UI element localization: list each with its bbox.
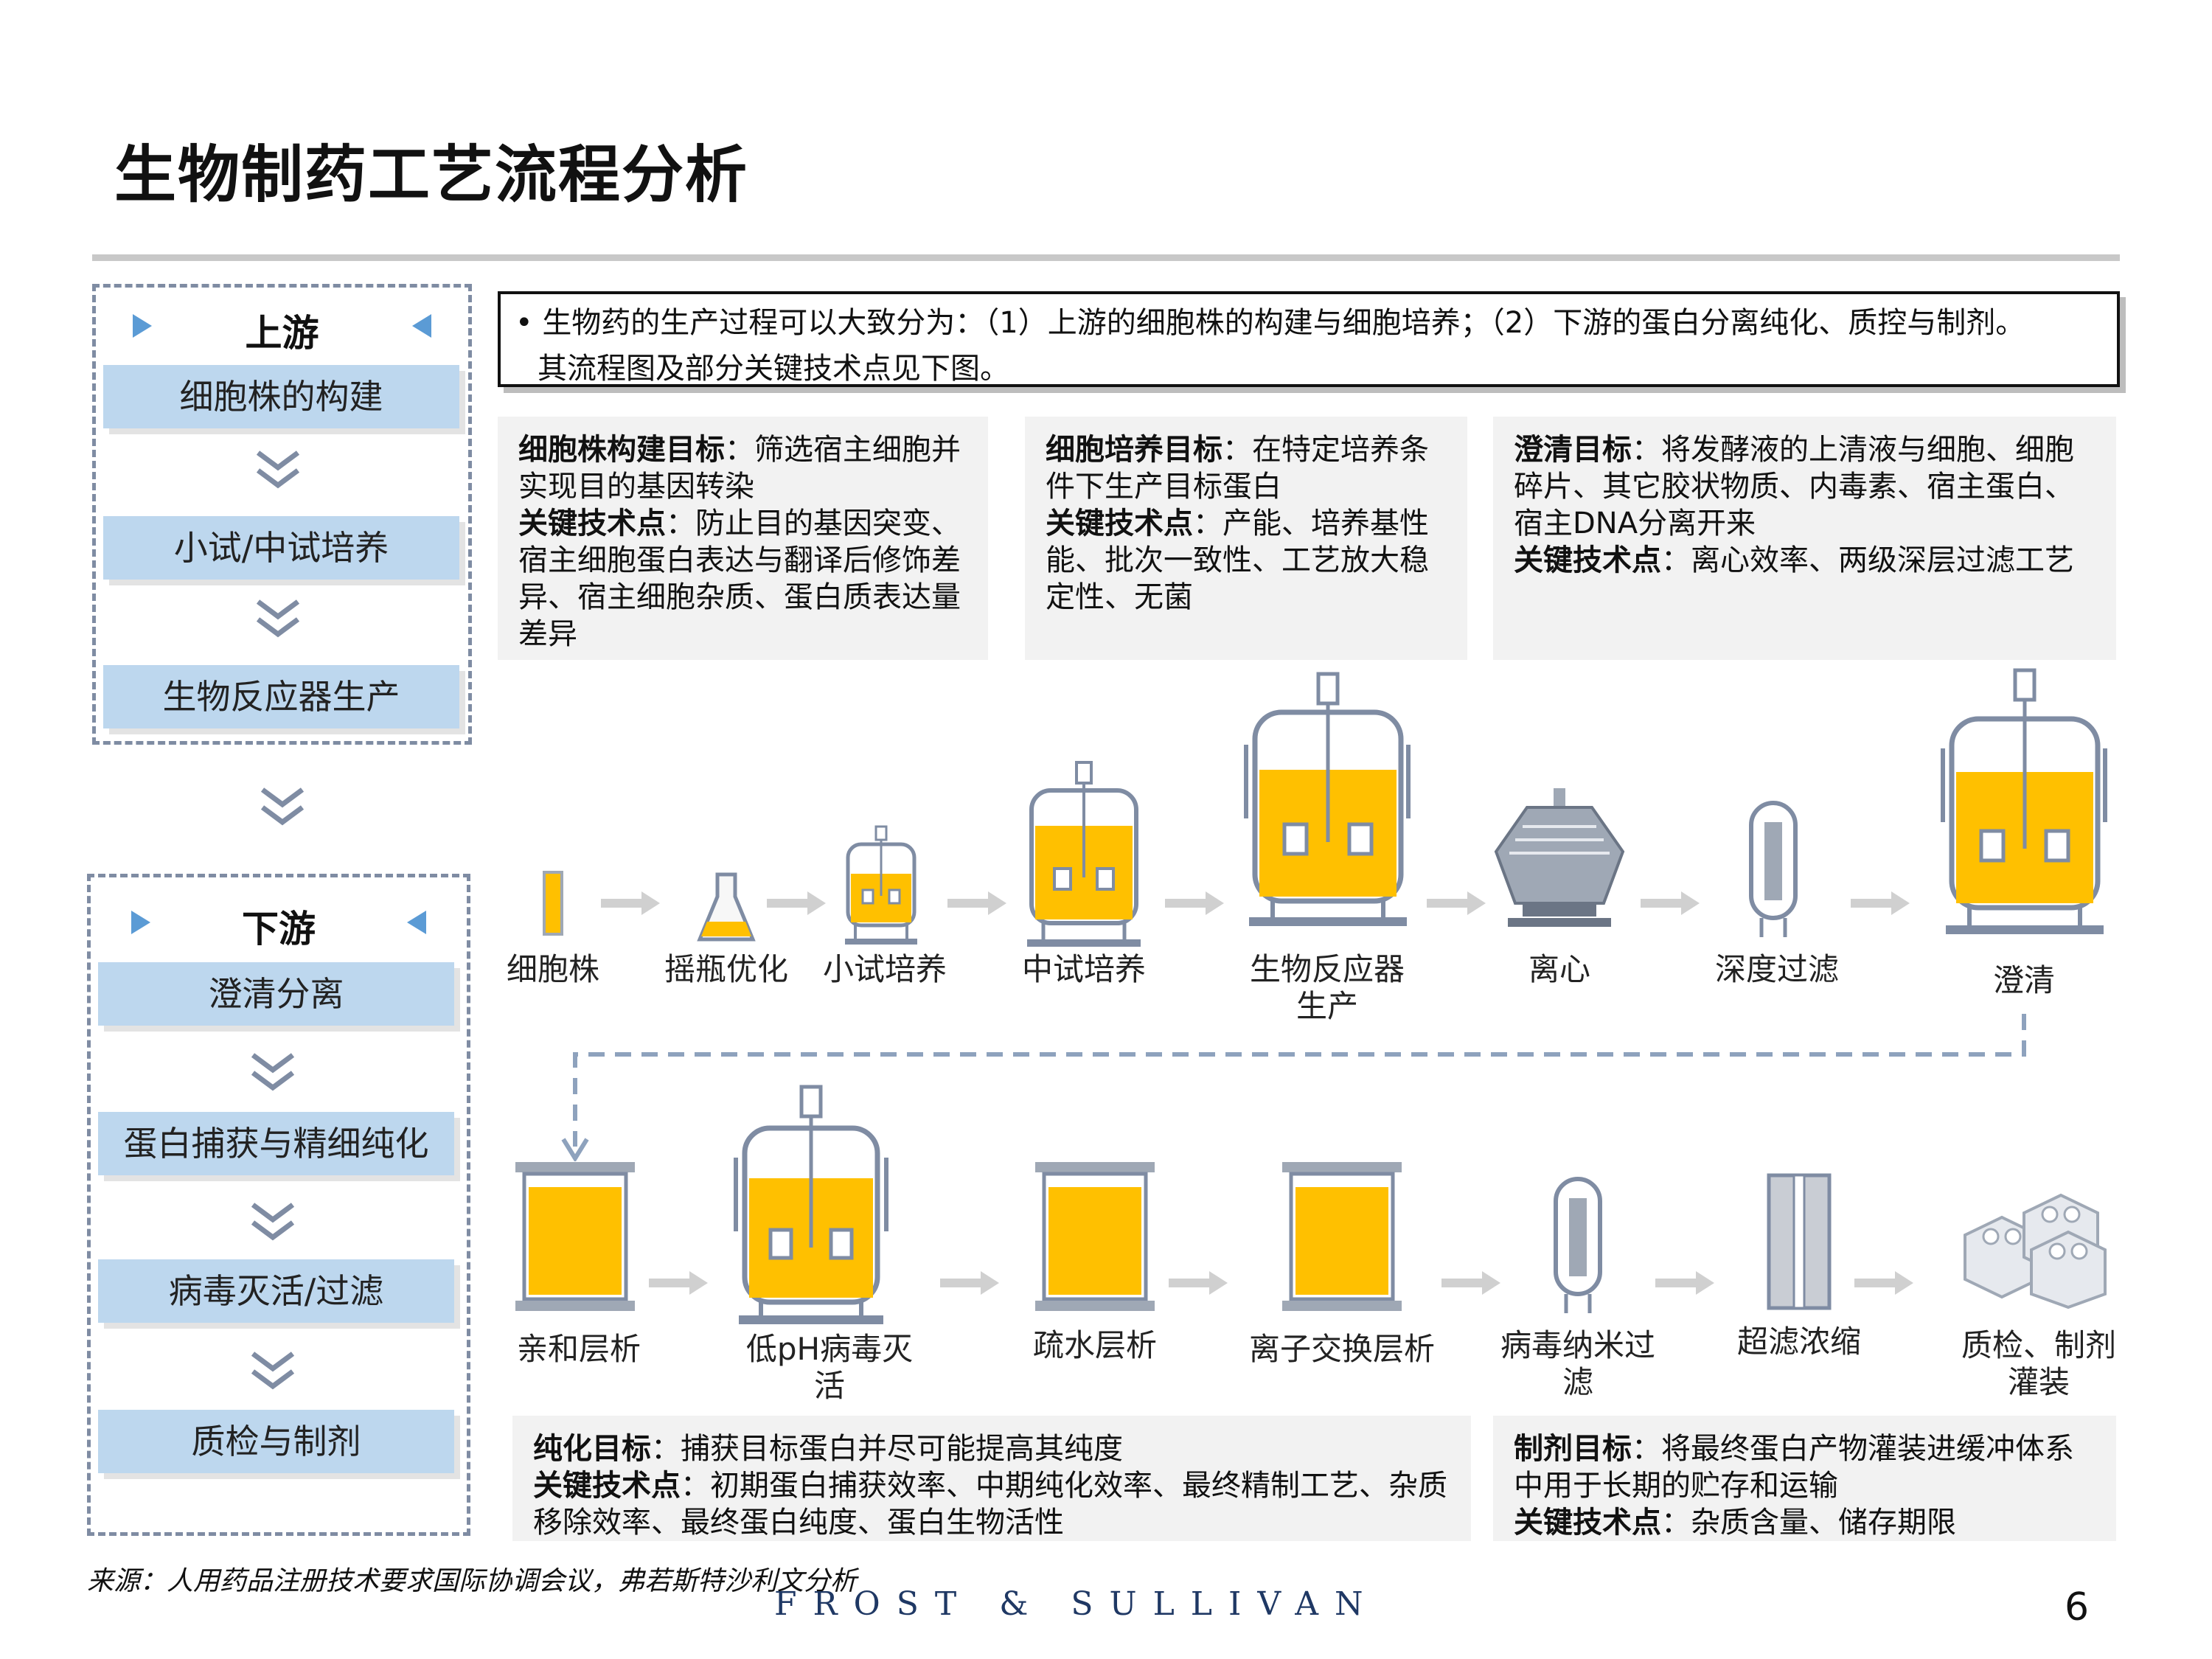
stage-qc-formulation: 质检与制剂 bbox=[98, 1410, 454, 1473]
ion-exchange-column-icon bbox=[1282, 1162, 1402, 1311]
flow-arrow-icon bbox=[1165, 888, 1224, 918]
flow-arrow-icon bbox=[767, 888, 826, 918]
step-label-nano-filter: 病毒纳米过滤 bbox=[1500, 1327, 1655, 1400]
step-label-vials: 质检、制剂灌装 bbox=[1961, 1327, 2116, 1400]
flow-arrow-icon bbox=[947, 888, 1006, 918]
flow-arrow-icon bbox=[1427, 888, 1486, 918]
step-label-production: 生物反应器生产 bbox=[1249, 951, 1405, 1024]
source-note: 来源：人用药品注册技术要求国际协调会议，弗若斯特沙利文分析 bbox=[87, 1566, 858, 1596]
info-box-cell-line: 细胞株构建目标：筛选宿主细胞并实现目的基因转染 关键技术点：防止目的基因突变、宿… bbox=[498, 417, 988, 660]
downstream-panel: 下游 澄清分离 蛋白捕获与精细纯化 病毒灭活/过滤 质检与制剂 bbox=[87, 874, 470, 1536]
vials-icon bbox=[1964, 1193, 2107, 1309]
hydrophobic-column-icon bbox=[1035, 1162, 1155, 1311]
step-label-ultrafiltration: 超滤浓缩 bbox=[1736, 1324, 1861, 1360]
upstream-heading: 上游 bbox=[245, 312, 319, 355]
flow-arrow-icon bbox=[1655, 1268, 1714, 1298]
stage-pilot-culture: 小试/中试培养 bbox=[103, 516, 459, 580]
pilot-bioreactor-icon bbox=[1027, 761, 1141, 947]
step-label-cell-line: 细胞株 bbox=[506, 951, 599, 987]
flow-arrow-icon bbox=[1854, 1268, 1913, 1298]
stage-cell-line-construction: 细胞株的构建 bbox=[103, 365, 459, 428]
stage-virus-inactivation: 病毒灭活/过滤 bbox=[98, 1259, 454, 1323]
downstream-heading: 下游 bbox=[242, 908, 316, 950]
triangle-left-icon bbox=[407, 911, 426, 934]
info-box-purification: 纯化目标：捕获目标蛋白并尽可能提高其纯度 关键技术点：初期蛋白捕获效率、中期纯化… bbox=[512, 1416, 1471, 1541]
flask-icon bbox=[697, 872, 756, 942]
small-bioreactor-icon bbox=[845, 825, 917, 945]
triangle-right-icon bbox=[133, 314, 152, 338]
step-label-centrifuge: 离心 bbox=[1528, 951, 1590, 987]
triangle-left-icon bbox=[412, 314, 431, 338]
flow-arrow-icon bbox=[1441, 1268, 1500, 1298]
step-label-depth-filter: 深度过滤 bbox=[1714, 951, 1839, 987]
step-label-small-culture: 小试培养 bbox=[822, 951, 947, 987]
flow-arrow-icon bbox=[1851, 888, 1910, 918]
info-box-clarification: 澄清目标：将发酵液的上清液与细胞、细胞碎片、其它胶状物质、内毒素、宿主蛋白、宿主… bbox=[1493, 417, 2116, 660]
step-label-clarification: 澄清 bbox=[1992, 962, 2055, 998]
flow-arrow-icon bbox=[1169, 1268, 1228, 1298]
info-box-formulation: 制剂目标：将最终蛋白产物灌装进缓冲体系中用于长期的贮存和运输 关键技术点：杂质含… bbox=[1493, 1416, 2116, 1541]
step-label-ion-exchange: 离子交换层析 bbox=[1248, 1331, 1435, 1367]
affinity-column-icon bbox=[515, 1162, 635, 1311]
low-ph-tank-icon bbox=[734, 1085, 888, 1324]
chevron-down-icon bbox=[257, 785, 308, 832]
stage-bioreactor-production: 生物反应器生产 bbox=[103, 665, 459, 728]
flow-arrow-icon bbox=[649, 1268, 708, 1298]
nano-filter-icon bbox=[1554, 1177, 1602, 1313]
intro-line-2: 其流程图及部分关键技术点见下图。 bbox=[538, 352, 1009, 386]
cell-line-vial-icon bbox=[543, 871, 563, 936]
triangle-right-icon bbox=[131, 911, 150, 934]
chevron-down-icon bbox=[247, 1051, 299, 1098]
ultrafiltration-icon bbox=[1767, 1173, 1832, 1310]
page-number: 6 bbox=[2065, 1585, 2090, 1630]
dashed-connector bbox=[561, 1014, 2026, 1161]
production-bioreactor-icon bbox=[1244, 672, 1411, 926]
depth-filter-icon bbox=[1749, 801, 1798, 937]
chevron-down-icon bbox=[252, 597, 304, 644]
step-label-hydrophobic: 疏水层析 bbox=[1032, 1327, 1157, 1363]
chevron-down-icon bbox=[247, 1349, 299, 1397]
intro-box: • 生物药的生产过程可以大致分为：（1）上游的细胞株的构建与细胞培养；（2）下游… bbox=[498, 291, 2120, 387]
stage-protein-capture: 蛋白捕获与精细纯化 bbox=[98, 1112, 454, 1175]
upstream-panel: 上游 细胞株的构建 小试/中试培养 生物反应器生产 bbox=[92, 284, 472, 745]
centrifuge-icon bbox=[1494, 788, 1625, 927]
info-box-cell-culture: 细胞培养目标：在特定培养条件下生产目标蛋白 关键技术点：产能、培养基性能、批次一… bbox=[1025, 417, 1467, 660]
step-label-affinity: 亲和层析 bbox=[516, 1331, 641, 1367]
step-label-pilot-culture: 中试培养 bbox=[1021, 951, 1146, 987]
step-label-flask: 摇瓶优化 bbox=[664, 951, 788, 987]
title-divider bbox=[92, 254, 2120, 261]
flow-arrow-icon bbox=[940, 1268, 999, 1298]
step-label-low-ph: 低pH病毒灭活 bbox=[745, 1331, 914, 1404]
clarification-tank-icon bbox=[1941, 668, 2107, 934]
page-title: 生物制药工艺流程分析 bbox=[114, 139, 749, 211]
chevron-down-icon bbox=[252, 448, 304, 495]
flow-arrow-icon bbox=[601, 888, 660, 918]
stage-clarification: 澄清分离 bbox=[98, 962, 454, 1026]
chevron-down-icon bbox=[247, 1200, 299, 1248]
flow-arrow-icon bbox=[1641, 888, 1700, 918]
brand-logo: FROST & SULLIVAN bbox=[774, 1585, 1380, 1623]
intro-line-1: • 生物药的生产过程可以大致分为：（1）上游的细胞株的构建与细胞培养；（2）下游… bbox=[515, 306, 2025, 340]
